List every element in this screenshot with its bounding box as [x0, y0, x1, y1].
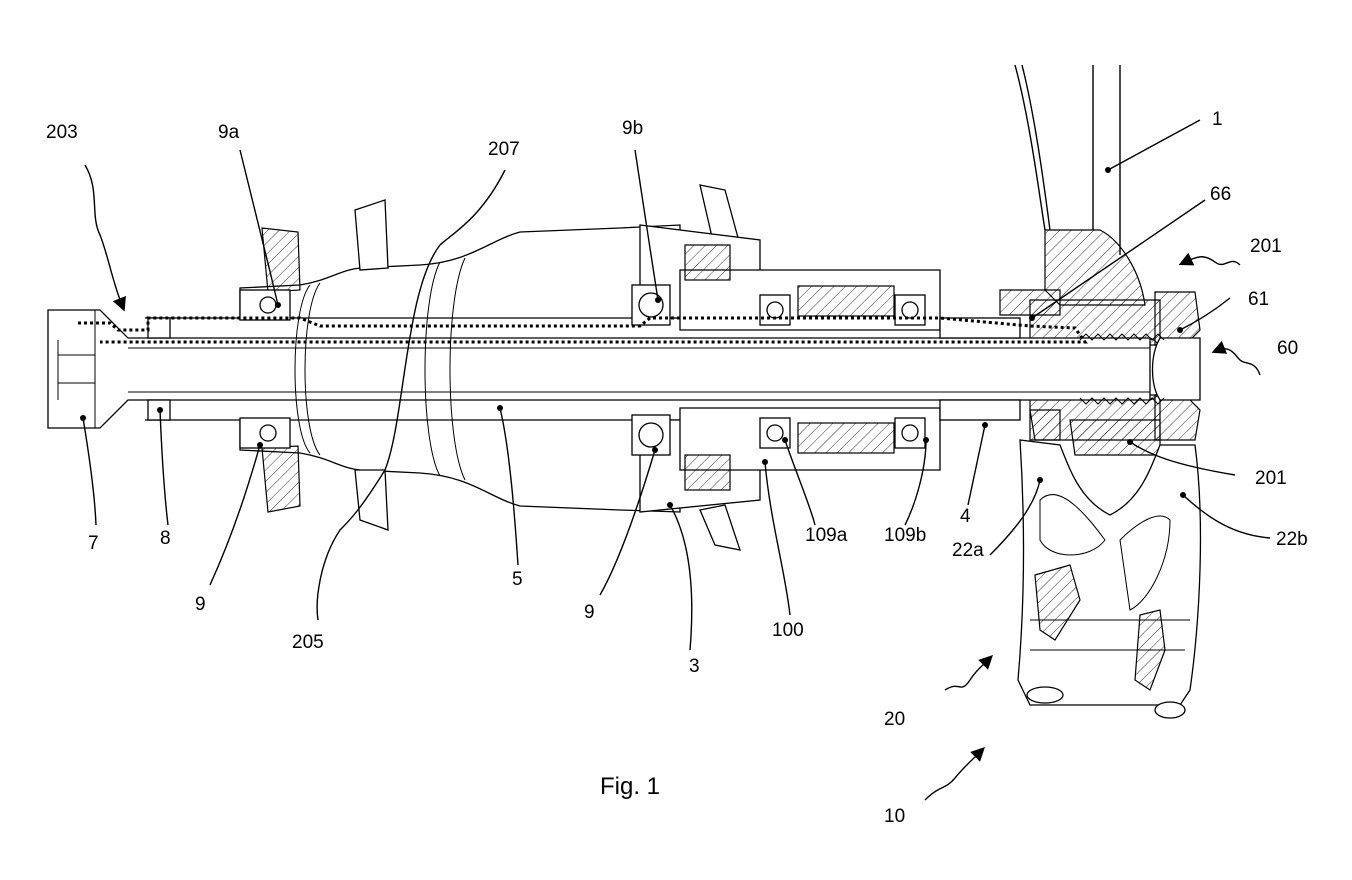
label-203: 203	[46, 122, 78, 143]
label-9-mid: 9	[584, 602, 595, 623]
label-1: 1	[1212, 109, 1223, 130]
label-201-bottom: 201	[1255, 468, 1287, 489]
label-5: 5	[512, 569, 523, 590]
label-4: 4	[960, 506, 971, 527]
label-9-left: 9	[195, 594, 206, 615]
label-100: 100	[772, 620, 804, 641]
label-66: 66	[1210, 184, 1231, 205]
label-10: 10	[884, 806, 905, 827]
label-207: 207	[488, 139, 520, 160]
freehub-assembly	[147, 244, 1021, 491]
label-20: 20	[884, 709, 905, 730]
label-9a: 9a	[218, 122, 240, 143]
dotted-path	[78, 316, 1088, 344]
label-205: 205	[292, 632, 324, 653]
label-109b: 109b	[884, 525, 926, 546]
axle	[47, 309, 1201, 429]
reference-labels: 1 66 201 61 60 201 22b 22a 4 109b 109a 1…	[46, 109, 1308, 827]
label-60: 60	[1277, 338, 1298, 359]
label-9b: 9b	[622, 118, 643, 139]
reference-dots	[80, 167, 1186, 508]
label-3: 3	[689, 656, 700, 677]
label-109a: 109a	[805, 525, 848, 546]
figure-caption: Fig. 1	[600, 773, 660, 800]
leader-lines	[82, 119, 1271, 801]
label-8: 8	[160, 528, 171, 549]
label-7: 7	[88, 533, 99, 554]
label-22a: 22a	[952, 540, 984, 561]
label-201-top: 201	[1250, 236, 1282, 257]
label-61: 61	[1248, 289, 1269, 310]
label-22b: 22b	[1276, 529, 1308, 550]
frame-dropout	[999, 64, 1202, 719]
